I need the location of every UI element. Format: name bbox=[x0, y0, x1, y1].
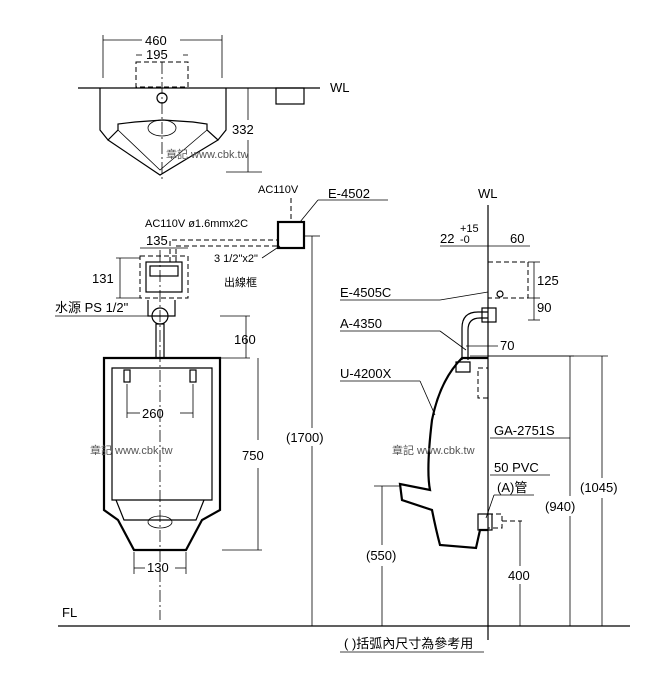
floor-label: FL bbox=[62, 605, 77, 620]
cable-label: AC110V ø1.6mmx2C bbox=[145, 218, 248, 230]
sensor-model: E-4502 bbox=[328, 186, 370, 201]
dim-940: (940) bbox=[545, 499, 575, 514]
dim-332: 332 bbox=[232, 122, 254, 137]
dim-90: 90 bbox=[537, 300, 551, 315]
water-label: 水源 PS 1/2" bbox=[55, 300, 129, 315]
pvc-label: 50 PVC bbox=[494, 460, 539, 475]
dim-400: 400 bbox=[508, 568, 530, 583]
top-view: 460 195 WL 332 章記 www.cbk.tw bbox=[78, 33, 350, 180]
part-u4200x: U-4200X bbox=[340, 366, 392, 381]
part-ga2751s: GA-2751S bbox=[494, 423, 555, 438]
part-e4505c: E-4505C bbox=[340, 285, 391, 300]
dim-135: 135 bbox=[146, 233, 168, 248]
wall-label-side: WL bbox=[478, 186, 498, 201]
box-label: 出線框 bbox=[224, 275, 257, 289]
dim-160: 160 bbox=[234, 332, 256, 347]
dim-1045: (1045) bbox=[580, 480, 618, 495]
dim-1700: (1700) bbox=[286, 430, 324, 445]
dim-130: 130 bbox=[147, 560, 169, 575]
wall-label-top: WL bbox=[330, 80, 350, 95]
watermark-top: 章記 www.cbk.tw bbox=[166, 147, 249, 161]
dim-460: 460 bbox=[145, 33, 167, 48]
footnote: ( )括弧內尺寸為參考用 bbox=[344, 636, 473, 651]
dim-195: 195 bbox=[146, 47, 168, 62]
dim-70: 70 bbox=[500, 338, 514, 353]
floor: FL bbox=[58, 605, 630, 627]
side-view: WL 22 +15 -0 60 125 90 E-4505C A-4350 70… bbox=[340, 186, 618, 640]
dim-60: 60 bbox=[510, 231, 524, 246]
pipe-label: (A)管 bbox=[497, 480, 527, 495]
dim-22: 22 bbox=[440, 231, 454, 246]
watermark-front: 章記 www.cbk.tw bbox=[90, 443, 173, 457]
dim-750: 750 bbox=[242, 448, 264, 463]
dim-550: (550) bbox=[366, 548, 396, 563]
front-view: AC110V E-4502 AC110V ø1.6mmx2C 3 1/2"x2"… bbox=[55, 184, 388, 626]
dim-131: 131 bbox=[92, 271, 114, 286]
part-a4350: A-4350 bbox=[340, 316, 382, 331]
box-size: 3 1/2"x2" bbox=[214, 253, 258, 265]
dim-125: 125 bbox=[537, 273, 559, 288]
power-label: AC110V bbox=[258, 184, 299, 196]
dim-tol-plus: +15 bbox=[460, 223, 479, 235]
dim-260: 260 bbox=[142, 406, 164, 421]
dim-tol-minus: -0 bbox=[460, 234, 470, 246]
watermark-side: 章記 www.cbk.tw bbox=[392, 443, 475, 457]
